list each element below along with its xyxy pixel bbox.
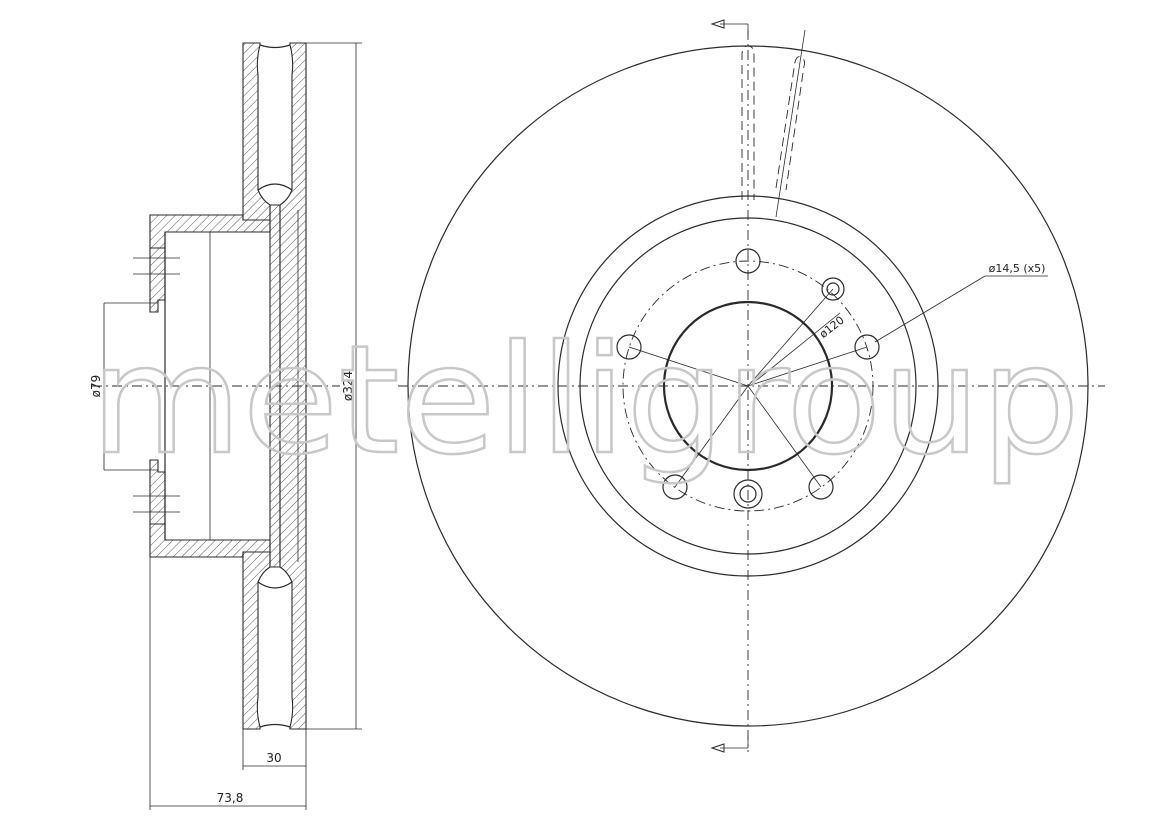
hub-bore-label: ø79	[89, 375, 103, 398]
section-arrow-icon	[710, 736, 749, 753]
side-section-view: ø79 ø324 30 73,8	[89, 42, 362, 810]
watermark-text: metelligroup	[90, 314, 1080, 488]
disc-thickness-label: 30	[266, 751, 281, 765]
outer-diameter-label: ø324	[341, 371, 355, 401]
bolt-holes-label: ø14,5 (x5)	[989, 262, 1046, 275]
section-arrow-icon	[710, 19, 749, 36]
overall-height-label: 73,8	[217, 791, 244, 805]
front-view: ø120 ø14,5 (x5)	[398, 19, 1105, 753]
